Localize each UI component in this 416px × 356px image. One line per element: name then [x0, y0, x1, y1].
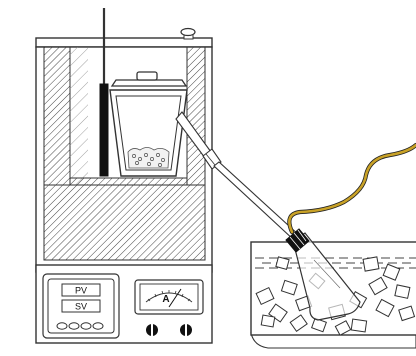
sv-display	[61, 299, 101, 313]
controller-button[interactable]	[68, 322, 80, 330]
controller-button[interactable]	[92, 322, 104, 330]
bath-base	[250, 332, 416, 349]
ammeter-unit-label: A	[162, 294, 169, 305]
thermometer-icon	[99, 8, 109, 177]
beaker-icon	[109, 71, 188, 177]
sample-granules	[127, 147, 170, 169]
pv-label: PV	[75, 286, 87, 296]
panel-knobs	[146, 323, 192, 337]
controller-button[interactable]	[80, 322, 92, 330]
cable-icon	[287, 142, 416, 235]
sv-label: SV	[75, 302, 87, 312]
insulation-bottom	[43, 184, 206, 261]
outlet-tube	[175, 111, 301, 242]
knob-left[interactable]	[146, 323, 158, 337]
control-panel: PV SV A	[35, 264, 213, 344]
collection-flask	[292, 232, 361, 321]
knob-right[interactable]	[180, 323, 192, 337]
controller-button[interactable]	[56, 322, 68, 330]
temperature-controller: PV SV	[42, 273, 120, 339]
top-knob	[180, 27, 196, 40]
ammeter: A	[134, 279, 204, 315]
ammeter-needle	[168, 288, 182, 308]
controller-buttons	[56, 322, 104, 330]
cooling-bath	[250, 228, 416, 349]
insulation-left	[43, 46, 71, 186]
pv-display	[61, 283, 101, 297]
flask-stopper	[285, 228, 310, 253]
heating-gap-left	[70, 47, 88, 185]
insulation-right	[186, 46, 206, 186]
